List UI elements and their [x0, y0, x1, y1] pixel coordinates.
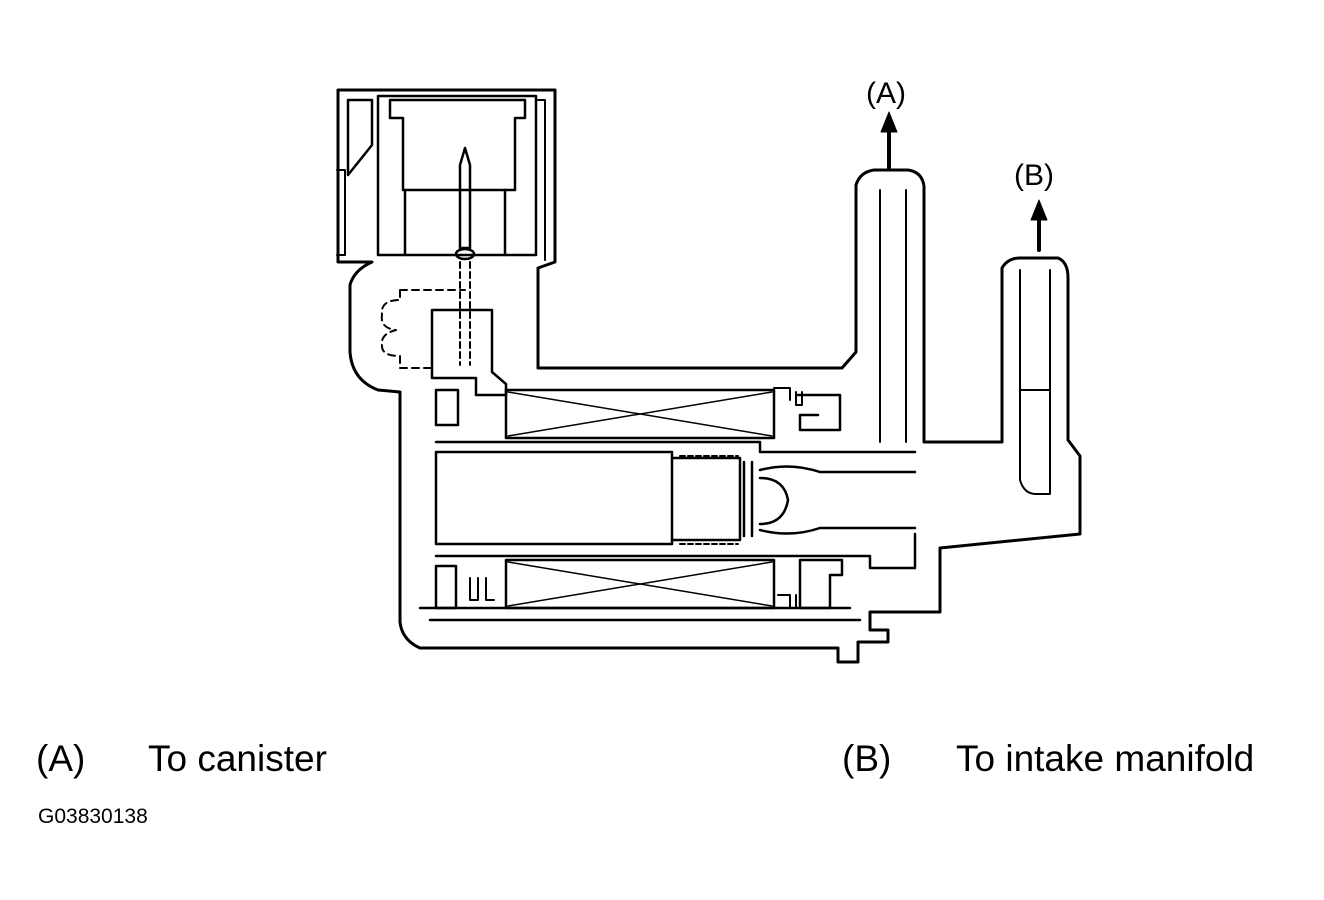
port-b-tube	[1019, 269, 1051, 495]
purge-control-solenoid-valve-diagram: (A) (B)	[336, 77, 1082, 664]
valve-seat	[742, 460, 917, 538]
marker-a: (A)	[866, 77, 906, 110]
legend-a-key: (A)	[36, 738, 86, 779]
arrow-a	[880, 111, 898, 170]
connector-housing	[336, 88, 1082, 664]
lower-coil	[418, 532, 917, 622]
arrow-b	[1030, 199, 1048, 252]
figure-code: G03830138	[38, 805, 148, 828]
plunger	[434, 450, 742, 546]
marker-b: (B)	[1014, 159, 1054, 192]
terminal-pin	[454, 146, 476, 366]
legend-a-text: To canister	[148, 738, 327, 779]
internal-wiring	[380, 289, 466, 369]
port-a-tube	[879, 189, 907, 443]
legend-b-key: (B)	[842, 738, 892, 779]
upper-body-line	[434, 440, 917, 454]
upper-coil	[504, 387, 842, 440]
legend-b-text: To intake manifold	[956, 738, 1255, 779]
